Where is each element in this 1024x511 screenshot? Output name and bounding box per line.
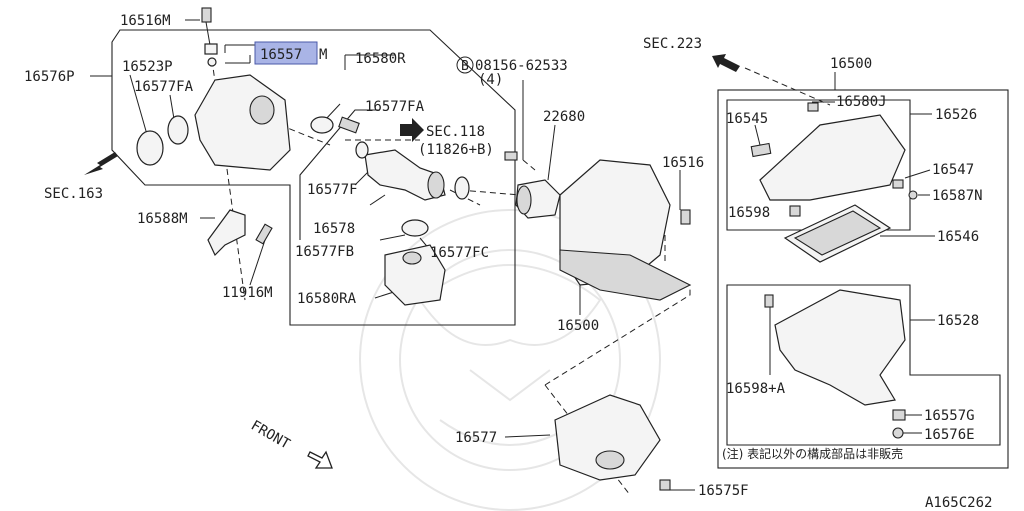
label-16598A[interactable]: 16598+A [726,381,786,397]
arrows [84,54,740,469]
label-sec118[interactable]: SEC.118 [426,124,485,140]
label-22680[interactable]: 22680 [543,109,585,125]
label-sec163[interactable]: SEC.163 [44,186,103,202]
bolt-08156-icon [504,151,518,161]
label-16577FC[interactable]: 16577FC [430,245,489,261]
clip-16547-icon [892,179,904,189]
clamp-16577fc-icon [454,176,470,200]
label-front: FRONT [248,418,293,453]
label-16557G[interactable]: 16557G [924,408,975,424]
label-sec118-sub: (11826+B) [418,142,494,158]
label-16523P[interactable]: 16523P [122,59,173,75]
highlight-16557M [254,41,318,65]
collar-16576e-icon [892,427,904,439]
label-16598[interactable]: 16598 [728,205,770,221]
label-16578[interactable]: 16578 [313,221,355,237]
label-16588M[interactable]: 16588M [137,211,188,227]
bolt-mark-circle-icon [456,56,474,74]
resonator-outlet-icon [249,95,275,125]
label-11916M[interactable]: 11916M [222,285,273,301]
label-16577FA-2[interactable]: 16577FA [365,99,425,115]
label-16587N[interactable]: 16587N [932,188,983,204]
lower-box-frame [726,284,1001,446]
label-16526[interactable]: 16526 [935,107,977,123]
label-16580R[interactable]: 16580R [355,51,406,67]
sub-assembly-frame-right [717,89,1009,469]
label-08156-qty: (4) [478,72,503,88]
clamp-16577fa-2-icon [310,116,334,134]
upper-box-frame [726,99,911,231]
lower-case-16528-icon [774,289,906,406]
bolt-16587n-icon [908,190,918,200]
duct-end-icon [427,171,445,199]
grommet-16557m-icon [204,43,218,55]
label-16577F[interactable]: 16577F [307,182,358,198]
bolt-16516-icon [680,209,691,225]
maf-inlet-icon [516,185,532,215]
label-16557M-suffix: M [319,47,327,63]
label-16576P[interactable]: 16576P [24,69,75,85]
bolt-16516m-icon [201,7,212,23]
seal-ring-16523p-icon [136,130,164,166]
duct-16577-opening-icon [595,450,625,470]
label-16516[interactable]: 16516 [662,155,704,171]
part-labels: 16516M 16557 M 16580R 16576P 16523P 1657… [24,13,992,511]
washer-icon [207,57,217,67]
label-16547[interactable]: 16547 [932,162,974,178]
label-16557M-number[interactable]: 16557 [260,47,302,63]
sub-assembly-frame-inner [299,109,380,240]
label-16545-icon [750,142,772,158]
resonator-neck-icon [402,251,422,265]
label-16580RA[interactable]: 16580RA [297,291,357,307]
label-16516M[interactable]: 16516M [120,13,171,29]
sub-assembly-frame-left [111,29,516,326]
label-16500-mid[interactable]: 16500 [557,318,599,334]
label-16528[interactable]: 16528 [937,313,979,329]
clip-11916m-icon [255,223,273,245]
label-sec223[interactable]: SEC.223 [643,36,702,52]
clip-16575f-icon [659,479,671,491]
label-16577FA-1[interactable]: 16577FA [134,79,194,95]
resonator-16580ra-icon [384,244,446,306]
label-08156-62533[interactable]: 08156-62533 [475,58,568,74]
duct-16577-icon [554,394,661,481]
diagram-id: A165C262 [925,495,992,511]
clamp-16577f-icon [355,141,369,159]
bolt-mark-letter: B [461,59,469,74]
grommet-16557g-icon [892,409,906,421]
front-arrow-icon [307,450,333,469]
clip-16598a-icon [764,294,774,308]
air-cleaner-housing-lower-icon [559,249,692,301]
label-16580J[interactable]: 16580J [836,94,887,110]
label-16577[interactable]: 16577 [455,430,497,446]
clip-16580j-icon [807,102,819,112]
resonator-16576p-icon [194,74,291,171]
note-not-for-sale: (注) 表記以外の構成部品は非販売 [722,446,903,461]
sec118-arrow-icon [400,118,424,142]
clamp-16577fa-icon [167,115,189,145]
part-shapes [136,7,918,491]
upper-cover-16526-icon [759,114,906,201]
label-16545[interactable]: 16545 [726,111,768,127]
bracket-16588m-icon [207,209,246,257]
sensor-icon [338,116,360,134]
sec163-arrow-icon [84,152,118,175]
label-16575F[interactable]: 16575F [698,483,749,499]
label-16577FB[interactable]: 16577FB [295,244,354,260]
label-16500-top[interactable]: 16500 [830,56,872,72]
label-16546[interactable]: 16546 [937,229,979,245]
clip-16598-icon [789,205,801,217]
sec223-arrow-icon [712,54,740,72]
label-16576E[interactable]: 16576E [924,427,975,443]
leader-lines [90,19,935,491]
filter-pleats-icon [793,210,882,256]
clamp-16577fb-icon [401,219,429,237]
